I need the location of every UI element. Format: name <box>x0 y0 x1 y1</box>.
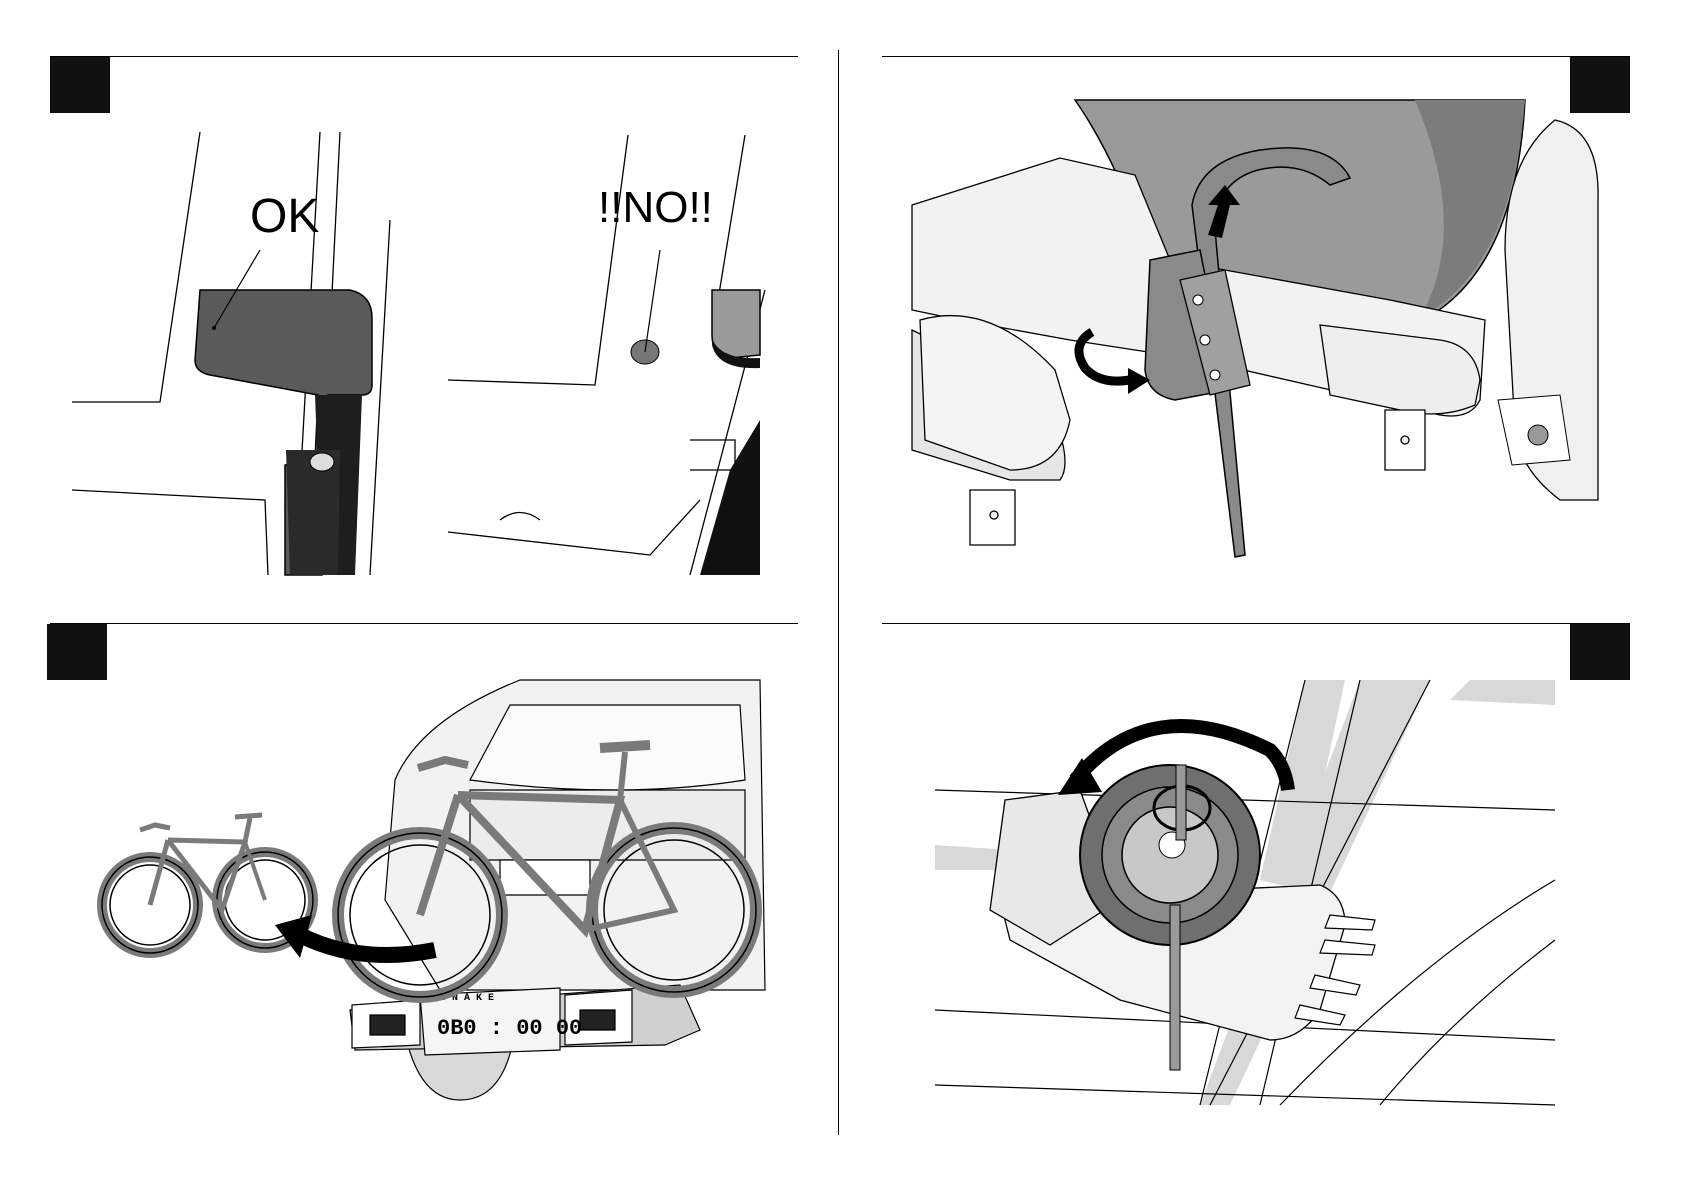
instruction-sheet: OK !!NO!! <box>0 0 1685 1192</box>
panel-4-illustration <box>0 0 1685 1192</box>
